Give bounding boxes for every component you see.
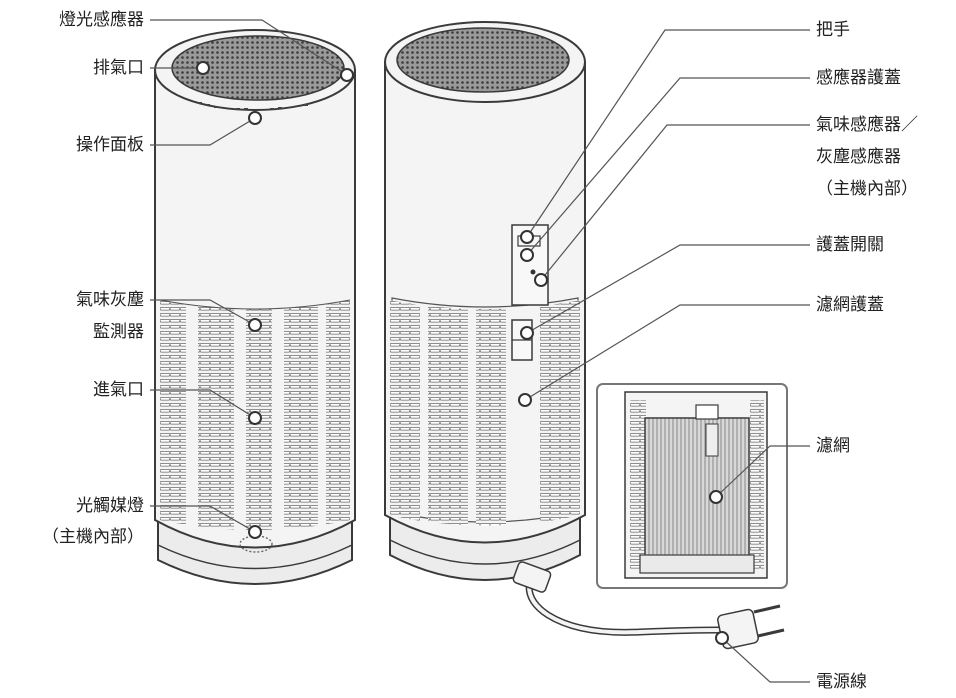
label-control-panel: 操作面板 <box>4 134 144 156</box>
label-sensor-cover: 感應器護蓋 <box>816 67 901 89</box>
label-odor-sensor-3: （主機內部） <box>816 178 918 200</box>
label-photocatalyst-2: （主機內部） <box>0 526 144 548</box>
label-exhaust: 排氣口 <box>4 57 144 79</box>
label-odor-sensor: 氣味感應器／ <box>816 114 918 136</box>
label-light-sensor: 燈光感應器 <box>4 9 144 31</box>
label-odor-sensor-2: 灰塵感應器 <box>816 146 901 168</box>
label-handle: 把手 <box>816 19 850 41</box>
label-filter-cover: 濾網護蓋 <box>816 294 884 316</box>
label-intake: 進氣口 <box>4 379 144 401</box>
label-cover-switch: 護蓋開關 <box>816 234 884 256</box>
right-purifier-back <box>385 22 585 580</box>
label-power-cord: 電源線 <box>816 671 867 693</box>
label-odor-dust-monitor-2: 監測器 <box>4 321 144 343</box>
label-filter: 濾網 <box>816 435 850 457</box>
label-photocatalyst: 光觸媒燈 <box>4 495 144 517</box>
label-odor-dust-monitor: 氣味灰塵 <box>4 289 144 311</box>
filter-inset <box>597 384 787 588</box>
